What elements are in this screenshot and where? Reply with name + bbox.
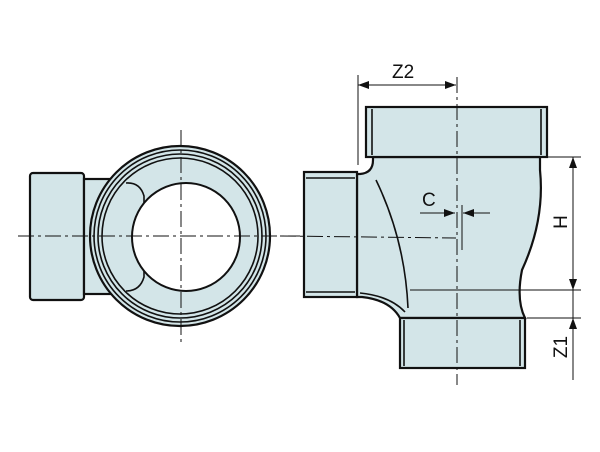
z1-label: Z1 [551,336,572,358]
c-label: C [422,190,436,211]
branch-centerline [279,235,457,239]
lower-fillet [359,292,406,313]
bore-hole [131,182,241,292]
side-view: Z2 C H Z1 [279,62,581,385]
end-view [18,130,300,345]
h-label: H [551,215,572,229]
z2-label: Z2 [392,62,414,83]
bottom-socket [398,316,527,370]
side-socket [302,170,359,299]
internal-curve [375,179,409,309]
